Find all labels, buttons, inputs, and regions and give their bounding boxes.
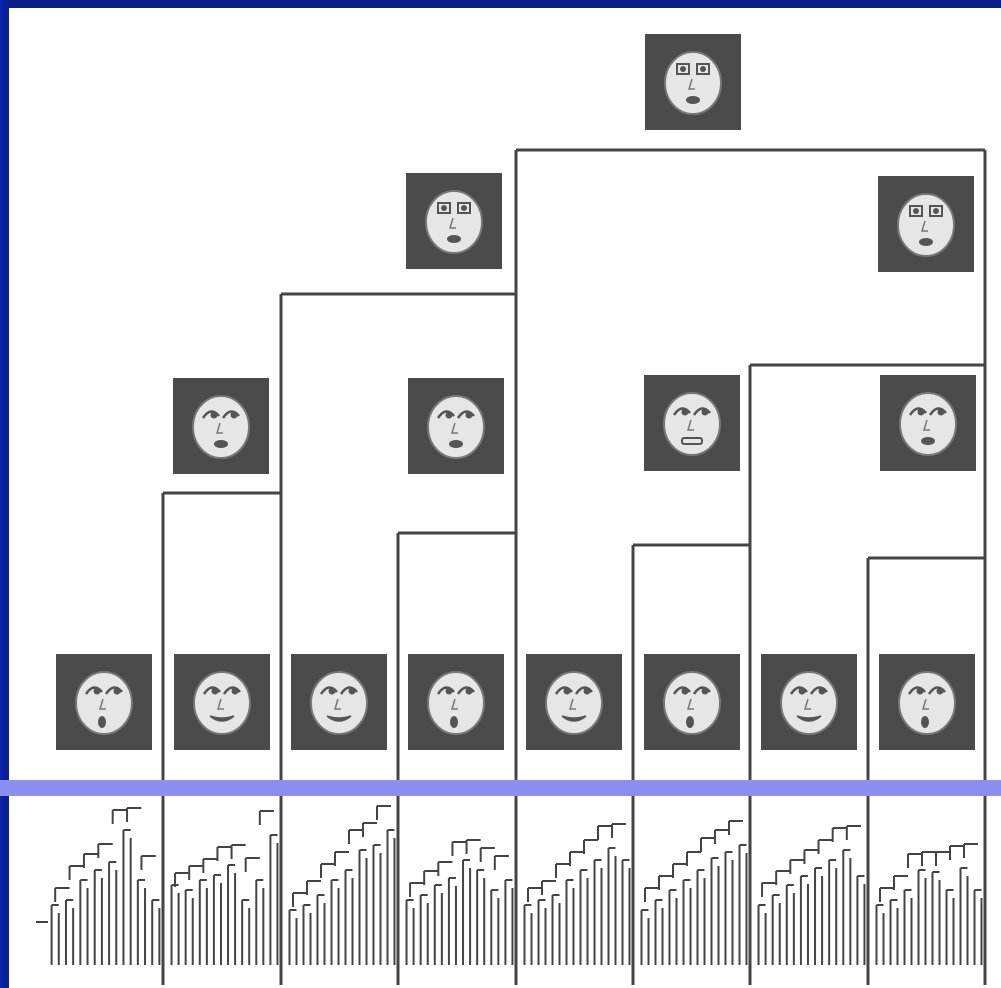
face-leaf-6 bbox=[644, 654, 740, 750]
face-icon bbox=[408, 654, 504, 750]
face-root bbox=[645, 34, 741, 130]
face-icon bbox=[526, 654, 622, 750]
face-leaf-2 bbox=[174, 654, 270, 750]
face-icon bbox=[173, 378, 269, 474]
face-level3-1 bbox=[173, 378, 269, 474]
face-icon bbox=[644, 375, 740, 471]
face-leaf-8 bbox=[879, 654, 975, 750]
face-icon bbox=[644, 654, 740, 750]
face-icon bbox=[880, 375, 976, 471]
face-icon bbox=[408, 378, 504, 474]
face-leaf-5 bbox=[526, 654, 622, 750]
face-icon bbox=[761, 654, 857, 750]
face-icon bbox=[174, 654, 270, 750]
dendrogram-canvas bbox=[9, 8, 1001, 988]
face-icon bbox=[879, 654, 975, 750]
face-level3-2 bbox=[408, 378, 504, 474]
dendrogram-lines bbox=[36, 148, 987, 985]
face-icon bbox=[406, 173, 502, 269]
face-icon bbox=[56, 654, 152, 750]
face-level2-right bbox=[878, 176, 974, 272]
face-icon bbox=[878, 176, 974, 272]
face-icon bbox=[291, 654, 387, 750]
face-leaf-4 bbox=[408, 654, 504, 750]
face-leaf-7 bbox=[761, 654, 857, 750]
face-leaf-1 bbox=[56, 654, 152, 750]
face-level2-left bbox=[406, 173, 502, 269]
face-leaf-3 bbox=[291, 654, 387, 750]
face-level3-4 bbox=[880, 375, 976, 471]
face-level3-3 bbox=[644, 375, 740, 471]
face-icon bbox=[645, 34, 741, 130]
accent-bar bbox=[0, 780, 1001, 796]
